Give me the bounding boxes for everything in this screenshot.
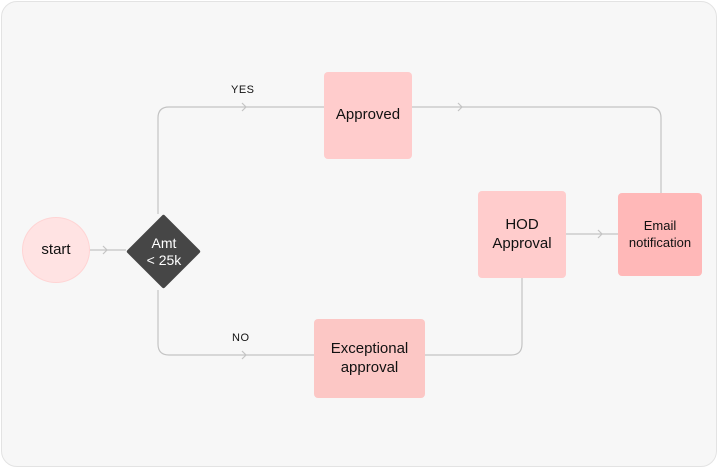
email-notification-node-label: Email notification <box>628 218 692 250</box>
arrow-no <box>241 350 247 360</box>
decision-node[interactable]: Amt < 25k <box>126 214 202 290</box>
arrow-approved-email <box>457 102 463 112</box>
hod-approval-node-label: HOD Approval <box>492 215 552 252</box>
edge-label-yes: YES <box>231 84 255 96</box>
edge-decision-exceptional <box>157 290 314 356</box>
start-node[interactable]: start <box>22 217 90 283</box>
edge-label-no: NO <box>232 332 250 344</box>
approved-node[interactable]: Approved <box>324 72 412 159</box>
arrow-hod-email <box>597 229 603 239</box>
edge-decision-approved <box>157 106 324 214</box>
start-node-label: start <box>41 240 71 258</box>
arrow-start-decision <box>102 245 108 255</box>
hod-approval-node[interactable]: HOD Approval <box>478 191 566 278</box>
exceptional-approval-node-label: Exceptional approval <box>330 339 409 376</box>
exceptional-approval-node[interactable]: Exceptional approval <box>314 319 425 398</box>
edge-approved-email <box>412 106 662 193</box>
approved-node-label: Approved <box>335 106 401 124</box>
email-notification-node[interactable]: Email notification <box>618 193 702 276</box>
edge-exceptional-hod <box>425 278 523 356</box>
arrow-yes <box>241 102 247 112</box>
decision-node-label: Amt < 25k <box>146 234 182 269</box>
